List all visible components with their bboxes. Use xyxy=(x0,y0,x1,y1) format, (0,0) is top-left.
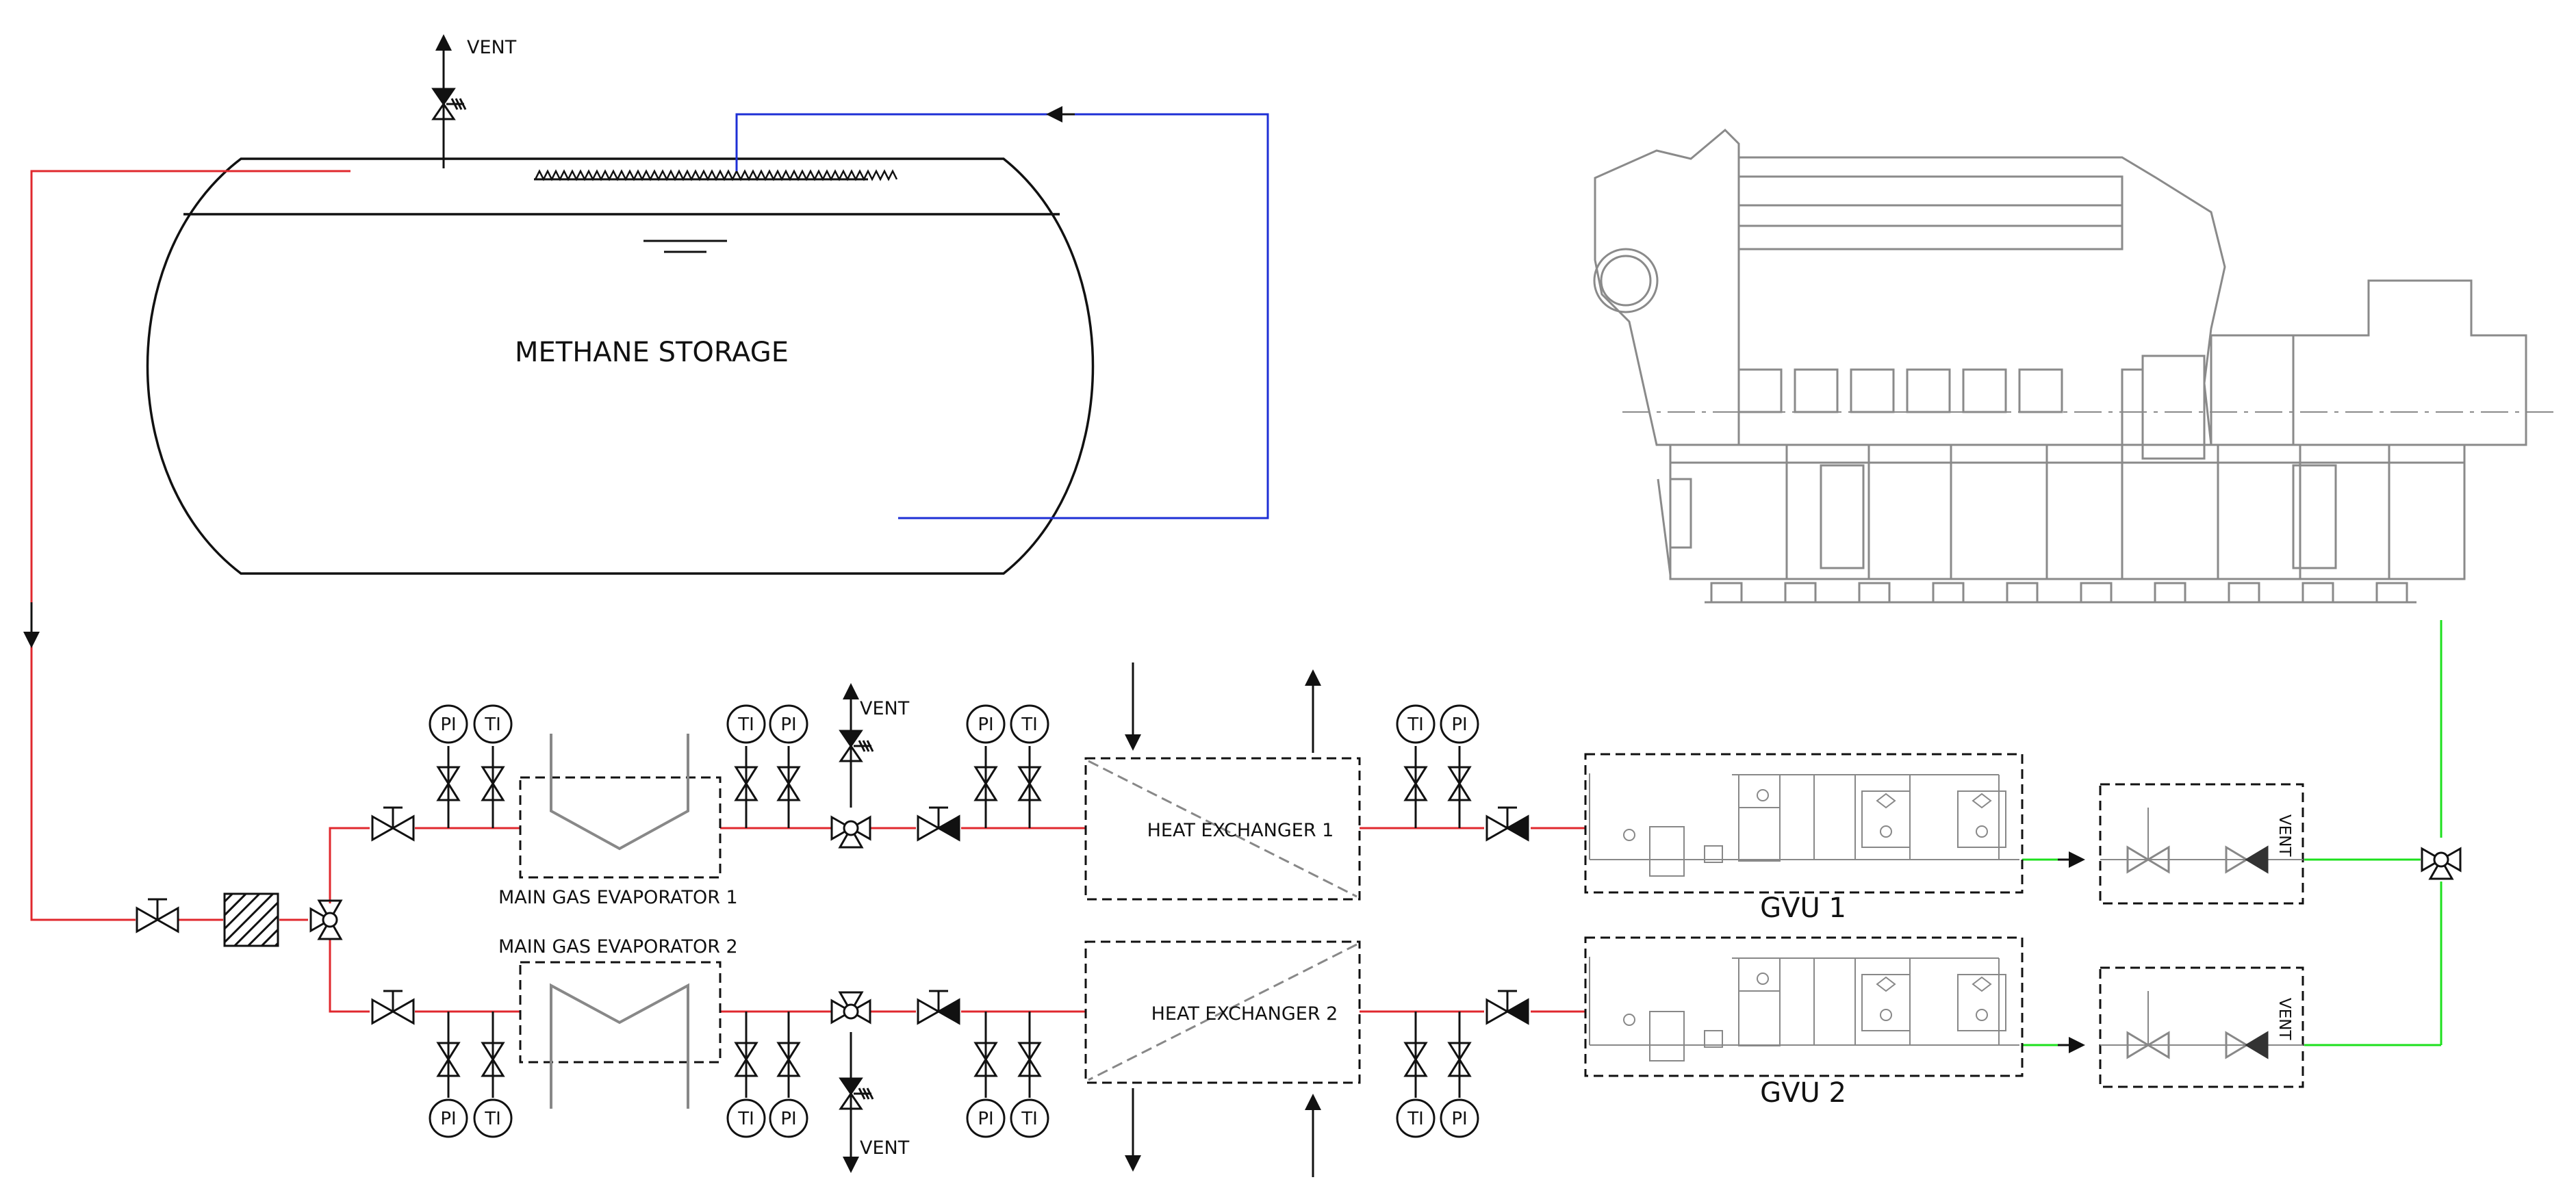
instrument-bubble xyxy=(966,704,1006,744)
instrument-bubble xyxy=(1010,1098,1049,1138)
three-way-valve-icon[interactable] xyxy=(830,816,871,849)
evap1-inlet-valve[interactable] xyxy=(371,806,415,841)
evap2-vent: VENT xyxy=(830,991,910,1173)
svg-text:VENT: VENT xyxy=(860,1137,910,1159)
svg-text:PI: PI xyxy=(780,1109,796,1129)
instrument-bubble xyxy=(966,1098,1006,1138)
svg-text:PI: PI xyxy=(978,1109,993,1129)
heat-exchanger-1: HEAT EXCHANGER 1 xyxy=(1084,662,1361,901)
gas-supply-line xyxy=(30,170,1585,1013)
svg-text:PI: PI xyxy=(440,715,456,735)
engine-genset-drawing xyxy=(1593,128,2560,604)
svg-text:TI: TI xyxy=(737,715,754,735)
gvu2-label: GVU 2 xyxy=(1760,1077,1846,1109)
instrument-bubble xyxy=(1010,704,1049,744)
evap1-label: MAIN GAS EVAPORATOR 1 xyxy=(498,887,738,908)
instrument-bubble xyxy=(473,1098,513,1138)
tank-vent-label: VENT xyxy=(467,37,517,58)
three-way-valve-icon[interactable] xyxy=(309,899,342,940)
svg-text:PI: PI xyxy=(780,715,796,735)
gvu-2 xyxy=(1584,936,2024,1077)
instrument-group-evap2-inlet: PI TI xyxy=(429,1012,513,1138)
svg-text:PI: PI xyxy=(1451,1109,1467,1129)
instrument-bubble xyxy=(473,704,513,744)
svg-text:TI: TI xyxy=(484,715,501,735)
svg-text:VENT: VENT xyxy=(2275,814,2293,857)
instrument-bubble xyxy=(726,704,766,744)
svg-text:PI: PI xyxy=(1451,715,1467,735)
instrument-group-evap1-outlet: TI PI xyxy=(726,704,808,828)
gvu1-label: GVU 1 xyxy=(1760,892,1846,924)
heat-exchanger-2: HEAT EXCHANGER 2 xyxy=(1084,940,1361,1177)
instrument-bubble xyxy=(1440,1098,1479,1138)
svg-text:TI: TI xyxy=(484,1109,501,1129)
instrument-bubble xyxy=(429,704,468,744)
main-gas-evaporator-1: MAIN GAS EVAPORATOR 1 xyxy=(498,734,738,908)
instrument-group-hx2-outlet: TI PI xyxy=(1396,1012,1479,1138)
hx2-label: HEAT EXCHANGER 2 xyxy=(1151,1003,1338,1025)
evap2-inlet-valve[interactable] xyxy=(371,990,415,1025)
three-way-valve-icon[interactable] xyxy=(2421,847,2462,880)
shutoff-unit-1: VENT xyxy=(2099,783,2304,905)
instrument-bubble xyxy=(726,1098,766,1138)
main-gas-evaporator-2: MAIN GAS EVAPORATOR 2 xyxy=(498,936,738,1109)
hx1-inlet-valve[interactable] xyxy=(917,806,960,841)
svg-text:PI: PI xyxy=(978,715,993,735)
svg-text:VENT: VENT xyxy=(2275,998,2293,1040)
instrument-bubble xyxy=(1396,1098,1436,1138)
methane-storage-tank: METHANE STORAGE xyxy=(146,157,1095,575)
svg-text:TI: TI xyxy=(1407,715,1424,735)
tank-label: METHANE STORAGE xyxy=(515,337,789,368)
return-line xyxy=(735,113,1269,519)
svg-text:TI: TI xyxy=(1021,715,1038,735)
instrument-group-evap1-inlet: PI TI xyxy=(429,704,513,828)
instrument-group-hx1-outlet: TI PI xyxy=(1396,704,1479,828)
instrument-bubble xyxy=(1396,704,1436,744)
evap1-vent: VENT xyxy=(830,683,910,849)
instrument-group-hx1-inlet: PI TI xyxy=(966,704,1049,828)
gvu1-inlet-valve[interactable] xyxy=(1485,806,1529,841)
instrument-bubble xyxy=(429,1098,468,1138)
inlet-valve[interactable] xyxy=(136,898,179,933)
instrument-group-hx2-inlet: PI TI xyxy=(966,1012,1049,1138)
svg-text:TI: TI xyxy=(737,1109,754,1129)
instrument-group-evap2-outlet: TI PI xyxy=(726,1012,808,1138)
instrument-bubble xyxy=(769,1098,808,1138)
evap2-label: MAIN GAS EVAPORATOR 2 xyxy=(498,936,738,957)
gvu2-inlet-valve[interactable] xyxy=(1485,990,1529,1025)
shutoff-unit-2: VENT xyxy=(2099,966,2304,1088)
svg-text:TI: TI xyxy=(1021,1109,1038,1129)
instrument-bubble xyxy=(1440,704,1479,744)
engine-feed-line xyxy=(2022,620,2443,1046)
svg-text:TI: TI xyxy=(1407,1109,1424,1129)
gvu-1 xyxy=(1584,753,2024,894)
hx2-inlet-valve[interactable] xyxy=(917,990,960,1025)
svg-text:PI: PI xyxy=(440,1109,456,1129)
three-way-valve-icon[interactable] xyxy=(830,991,871,1024)
filter-icon xyxy=(223,892,279,947)
hx1-label: HEAT EXCHANGER 1 xyxy=(1147,820,1334,841)
instrument-bubble xyxy=(769,704,808,744)
tank-vent: VENT xyxy=(432,34,517,168)
svg-text:VENT: VENT xyxy=(860,698,910,719)
